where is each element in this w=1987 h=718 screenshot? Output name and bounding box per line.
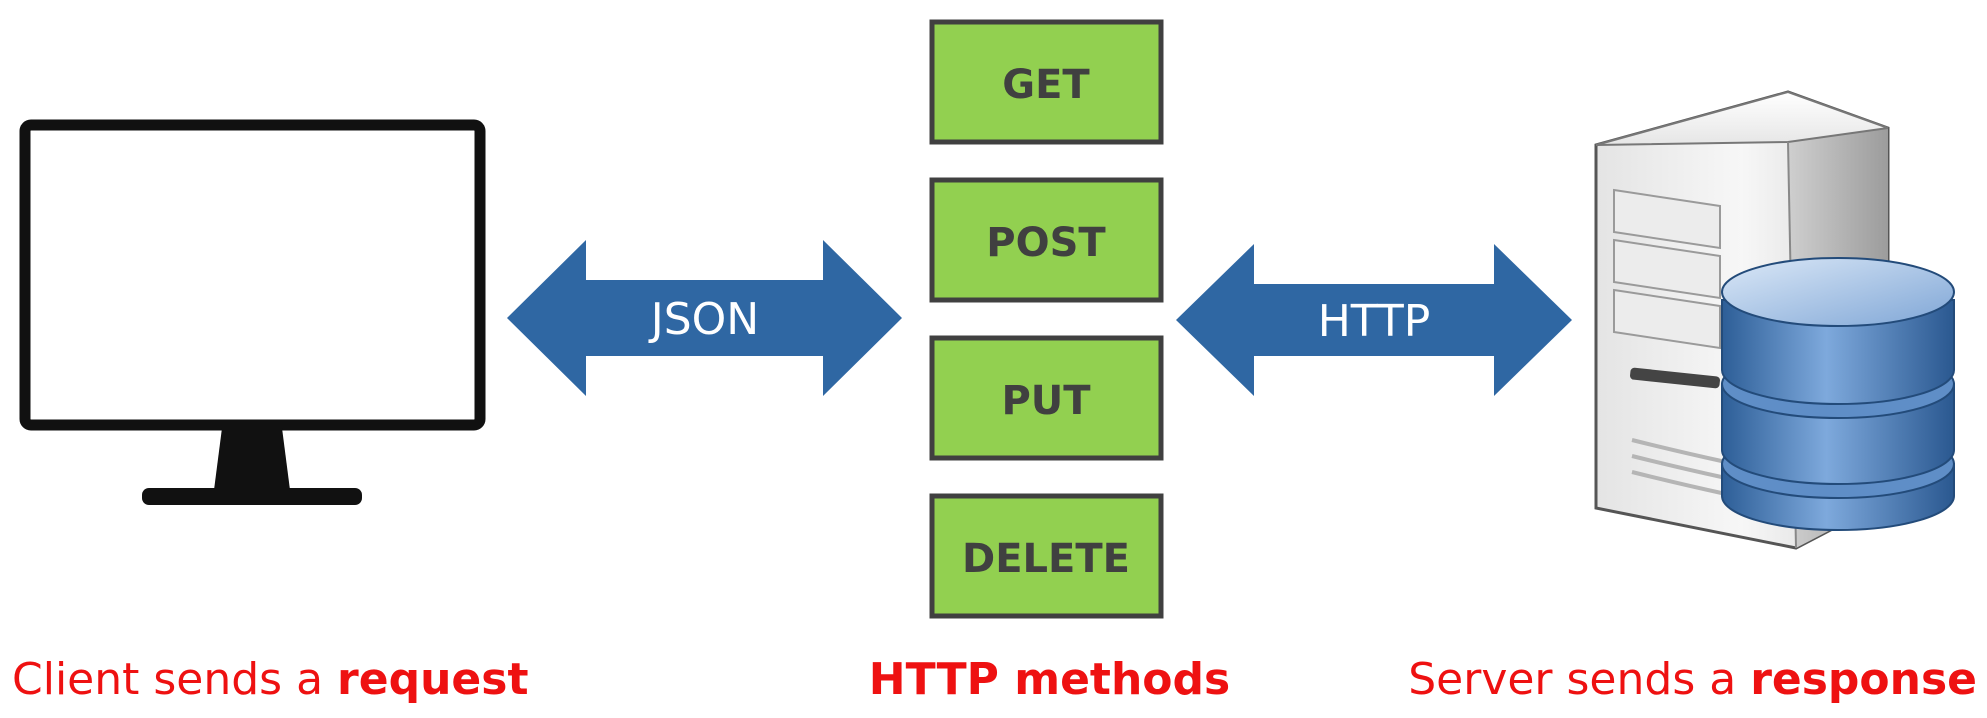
json-label: JSON: [648, 294, 759, 345]
monitor-icon: [19, 119, 486, 505]
methods-caption-bold: HTTP methods: [868, 654, 1231, 705]
methods-caption: HTTP methods: [0, 650, 1987, 710]
client-caption-prefix: Client sends a: [12, 654, 338, 705]
method-get: GET: [1002, 62, 1090, 108]
http-label: HTTP: [1318, 296, 1431, 347]
method-put: PUT: [1001, 378, 1091, 424]
server-caption-bold: response: [1750, 654, 1977, 705]
http-double-arrow: HTTP: [1176, 244, 1572, 396]
method-post: POST: [986, 220, 1106, 266]
json-double-arrow: JSON: [507, 240, 902, 396]
method-delete: DELETE: [962, 536, 1130, 582]
drive-bays: [1613, 188, 1721, 350]
server-caption-prefix: Server sends a: [1408, 654, 1751, 705]
database-cylinder-icon: [1721, 257, 1955, 531]
vent-lines: [1631, 438, 1727, 496]
http-methods-stack: GET POST PUT DELETE: [929, 19, 1164, 619]
client-caption-bold: request: [337, 654, 529, 705]
client-caption: Client sends a request: [12, 650, 528, 710]
server-caption: Server sends a response: [1408, 650, 1977, 710]
